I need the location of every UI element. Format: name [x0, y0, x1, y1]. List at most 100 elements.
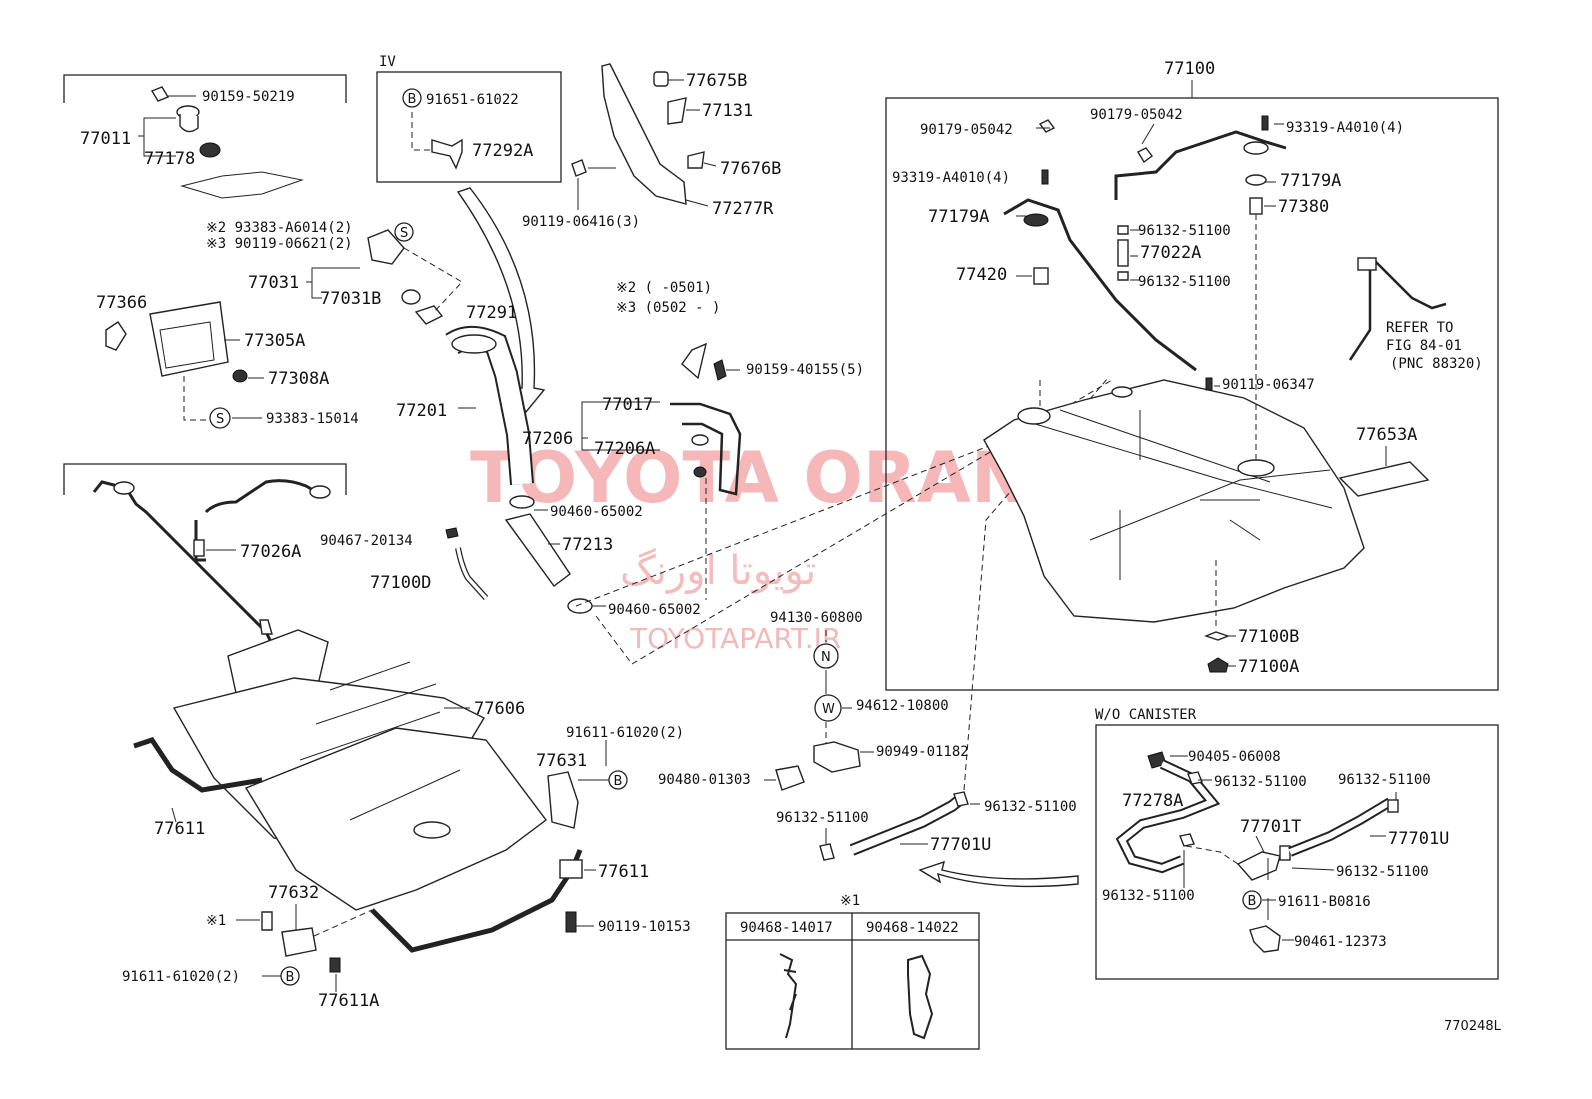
label-77278a: 77278A	[1122, 791, 1183, 811]
note-2: ※2 ( -0501)	[616, 280, 712, 296]
clip-table	[779, 953, 934, 1040]
leader	[1141, 123, 1155, 145]
valve-77701t	[1236, 851, 1281, 881]
n-symbol-text: N	[821, 650, 831, 665]
label-77305a: 77305A	[244, 331, 305, 351]
fuel-lid-77305a	[149, 301, 229, 377]
label-77675b: 77675B	[686, 71, 747, 91]
label-77611-right: 77611	[598, 862, 649, 882]
tank-protector-group	[133, 629, 610, 992]
label-90159-40155: 90159-40155(5)	[746, 362, 864, 378]
label-90467-20134: 90467-20134	[320, 533, 413, 549]
label-77611-left: 77611	[154, 819, 205, 839]
label-90468-14017: 90468-14017	[740, 920, 833, 936]
arrow-icon	[681, 342, 707, 380]
cushion-90480-01303	[775, 765, 805, 791]
n-symbol	[813, 643, 839, 669]
leader	[411, 112, 432, 151]
b-symbol-text: B	[408, 92, 417, 107]
label-77611a: 77611A	[318, 991, 379, 1011]
leader	[685, 199, 709, 207]
clip-96132-t1	[1117, 225, 1129, 235]
vent-pipe-77026a	[92, 480, 278, 653]
leader	[1255, 835, 1265, 853]
heat-shield-77277r	[601, 63, 687, 205]
label-90119-06621: ※3 90119-06621(2)	[206, 236, 353, 252]
clip-90179-05042-b	[1137, 147, 1153, 164]
frame-iv	[376, 71, 562, 183]
leader	[171, 807, 177, 823]
label-90460-65002-b: 90460-65002	[608, 602, 701, 618]
ref-fig-line2: FIG 84-01	[1386, 338, 1462, 354]
label-90461-12373: 90461-12373	[1294, 934, 1387, 950]
label-96132-51100-c2: 96132-51100	[1102, 888, 1195, 904]
filler-pipe-group	[306, 229, 1129, 665]
pipe-clip	[193, 539, 205, 557]
pipe-clip	[259, 619, 273, 635]
label-93319-a4010-left: 93319-A4010(4)	[892, 170, 1010, 186]
bracket-77292a	[431, 138, 463, 170]
label-94130-60800: 94130-60800	[770, 610, 863, 626]
bolt-90159-40155	[713, 359, 727, 381]
grommet-77179a-left	[1023, 213, 1049, 227]
protector-hole	[413, 821, 451, 839]
b-symbol	[608, 770, 628, 790]
grommet-top	[1243, 141, 1269, 155]
b-symbol	[280, 966, 300, 986]
b-symbol	[402, 88, 422, 108]
label-91651-61022: 91651-61022	[426, 92, 519, 108]
frame-iv-label: IV	[379, 54, 396, 70]
tank-port	[1017, 407, 1051, 425]
frame-w-o-canister-label: W/O CANISTER	[1095, 707, 1197, 723]
pad-77100a	[1207, 657, 1229, 673]
label-77178: 77178	[144, 149, 195, 169]
leader	[581, 401, 660, 451]
label-90179-05042-b: 90179-05042	[1090, 107, 1183, 123]
clip-note1	[261, 911, 273, 931]
clip-96132-c4	[1387, 799, 1399, 813]
tank-port	[1111, 386, 1133, 398]
diagram-id: 770248L	[1444, 1019, 1502, 1034]
filler-cap-group	[138, 86, 304, 199]
tank-port	[1237, 459, 1275, 477]
bolt-90119-06416	[571, 159, 587, 177]
hose-77213	[504, 513, 571, 587]
label-77606: 77606	[474, 699, 525, 719]
label-77701u-right: 77701U	[1388, 829, 1449, 849]
label-77206a: 77206A	[594, 439, 655, 459]
leader	[313, 909, 373, 937]
leader	[262, 904, 337, 992]
label-90179-05042-a: 90179-05042	[920, 122, 1013, 138]
label-77420: 77420	[956, 265, 1007, 285]
bolt-93319-a4010-right	[1261, 115, 1269, 131]
protector-lower	[244, 727, 547, 911]
leader	[1185, 845, 1239, 865]
fuel-lid-group	[105, 301, 264, 421]
part-labels: 90159-50219 77011 77178 ※2 93383-A6014(2…	[80, 59, 1502, 1034]
iv-box-content	[411, 112, 463, 170]
bolt-90119-10153	[565, 911, 577, 933]
s-symbol-text: S	[216, 412, 224, 427]
label-77022a: 77022A	[1140, 243, 1201, 263]
label-90468-14022: 90468-14022	[866, 920, 959, 936]
screw-part	[150, 86, 170, 102]
b-symbol-text: B	[1248, 894, 1257, 909]
vent-pipe-branch	[194, 479, 321, 562]
symbols: B S S B B N W B	[209, 88, 1262, 986]
pipe-clip	[309, 485, 331, 499]
clip-96132-51100	[819, 843, 835, 861]
bracket-77631	[547, 771, 579, 829]
frame-w-o-canister	[1095, 724, 1499, 980]
label-77292a: 77292A	[472, 141, 533, 161]
watermark-persian: تویوتا اورنگ	[620, 548, 816, 594]
gasket-77291	[414, 305, 444, 325]
clip-96132-51100	[953, 791, 969, 807]
hose-77100d-inner	[456, 547, 488, 600]
frame-mid-left	[63, 463, 347, 495]
label-90119-06347: 90119-06347	[1222, 377, 1315, 393]
label-77100b: 77100B	[1238, 627, 1299, 647]
hose-77701u-right-inner	[1288, 799, 1392, 855]
label-96132-51100-c4: 96132-51100	[1338, 772, 1431, 788]
label-96132-51100-t1: 96132-51100	[1138, 223, 1231, 239]
label-77031: 77031	[248, 273, 299, 293]
